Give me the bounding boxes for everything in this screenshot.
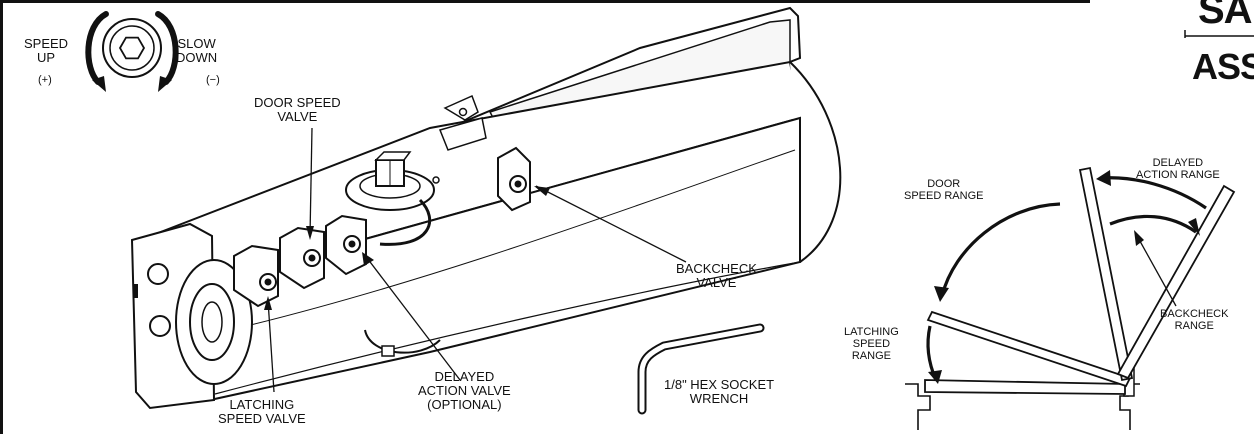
door-speed-valve-label: DOOR SPEED VALVE [254,96,341,124]
slow-down-minus: (−) [206,74,220,86]
door-speed-range-label: DOOR SPEED RANGE [904,178,983,202]
hex-wrench-label: 1/8" HEX SOCKET WRENCH [664,378,774,406]
brand-mark-line1: SA [1198,0,1252,33]
brand-mark-line2: ASS [1192,46,1254,88]
latching-speed-valve-label: LATCHING SPEED VALVE [218,398,306,426]
speed-up-plus: (+) [38,74,52,86]
slow-down-label: SLOW DOWN [176,37,217,65]
delayed-action-valve-label: DELAYED ACTION VALVE (OPTIONAL) [418,370,511,412]
speed-up-label: SPEED UP [24,37,68,65]
latching-speed-range-label: LATCHING SPEED RANGE [844,326,899,362]
backcheck-valve-label: BACKCHECK VALVE [676,262,757,290]
backcheck-range-label: BACKCHECK RANGE [1160,308,1228,332]
delayed-action-range-label: DELAYED ACTION RANGE [1136,157,1220,181]
